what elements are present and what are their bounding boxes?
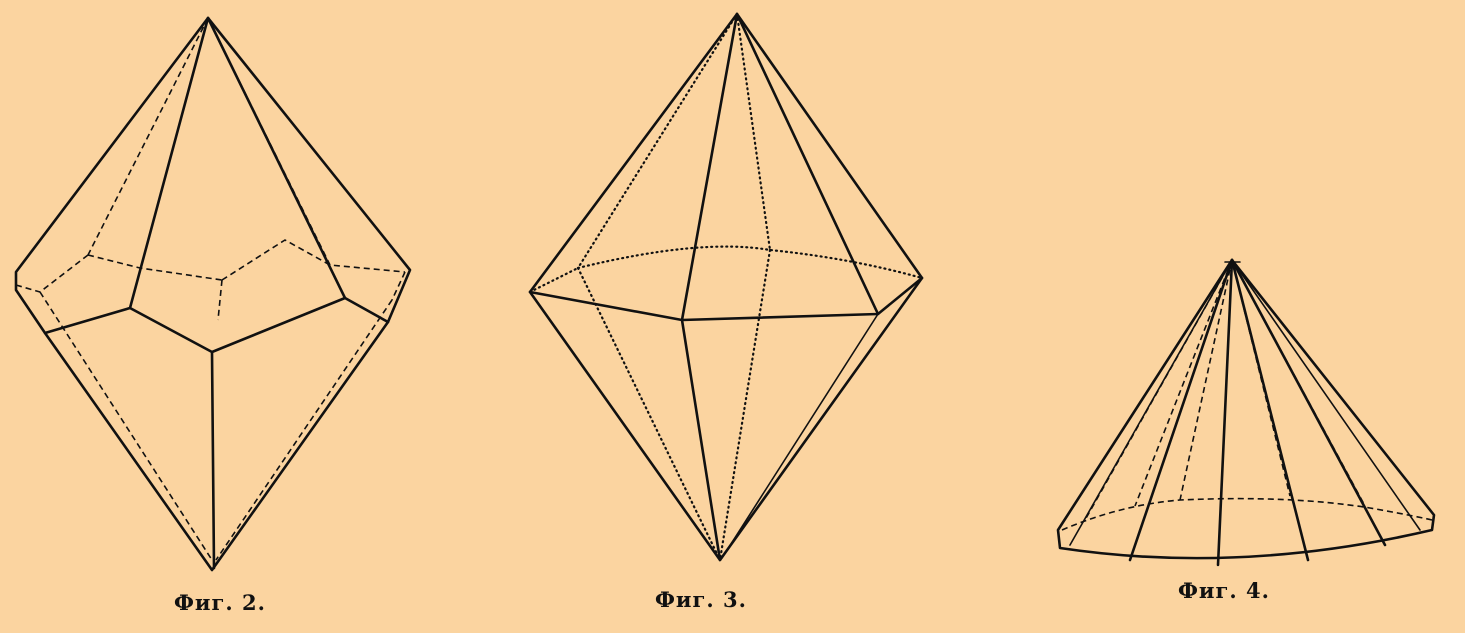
figure-4-cone	[1056, 258, 1436, 567]
figure-3-bipyramid	[528, 12, 924, 562]
figure-3-hidden-edges	[528, 12, 924, 562]
figure-4-visible-edges	[1056, 258, 1436, 567]
figure-2-visible-edges	[14, 16, 412, 572]
figure-3-visible-edges	[528, 12, 924, 562]
figure-2-hidden-edges	[15, 17, 406, 561]
figure-4-caption: Фиг. 4.	[1178, 578, 1270, 603]
figure-4-hidden-edges	[1061, 259, 1433, 531]
figure-2-caption: Фиг. 2.	[174, 590, 266, 615]
figure-3-caption: Фиг. 3.	[655, 587, 747, 612]
figure-2-bipyramid	[14, 16, 412, 572]
